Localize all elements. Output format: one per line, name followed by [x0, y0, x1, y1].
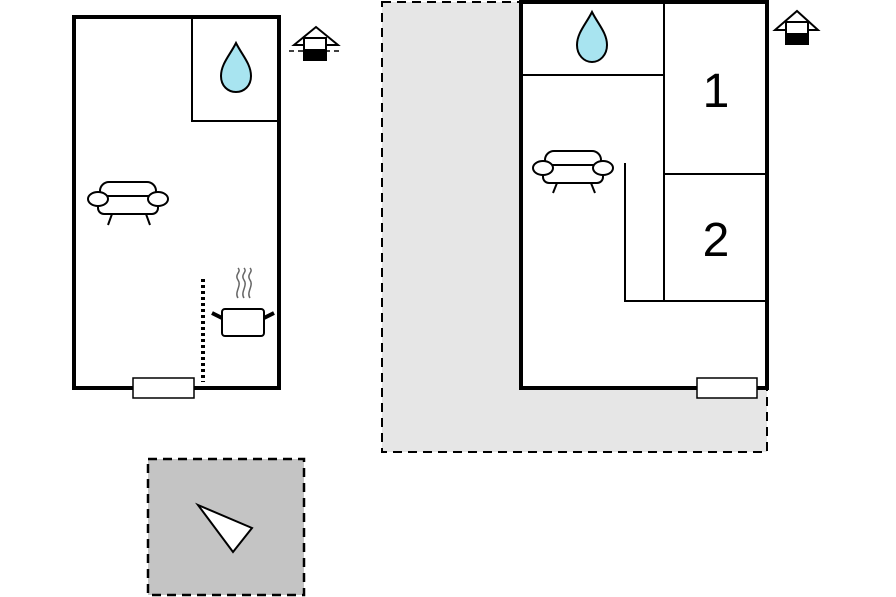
door-icon [132, 377, 195, 399]
kitchen-pot-icon [211, 267, 275, 337]
house-entrance-icon [289, 25, 341, 61]
room-label-1: 1 [703, 65, 730, 118]
water-drop-icon [575, 9, 609, 64]
door-icon [696, 377, 758, 399]
right-unit-outer-wall [519, 0, 769, 390]
house-entrance-icon [772, 9, 821, 45]
right-unit: 1 2 [519, 0, 821, 399]
sofa-icon [532, 150, 614, 194]
left-bathroom-wall [191, 17, 279, 122]
left-unit [72, 15, 341, 399]
sofa-icon [87, 181, 169, 226]
room-label-2: 2 [703, 214, 730, 267]
water-drop-icon [219, 40, 253, 94]
compass-arrow-icon [194, 502, 254, 554]
hallway-wall [624, 163, 767, 302]
